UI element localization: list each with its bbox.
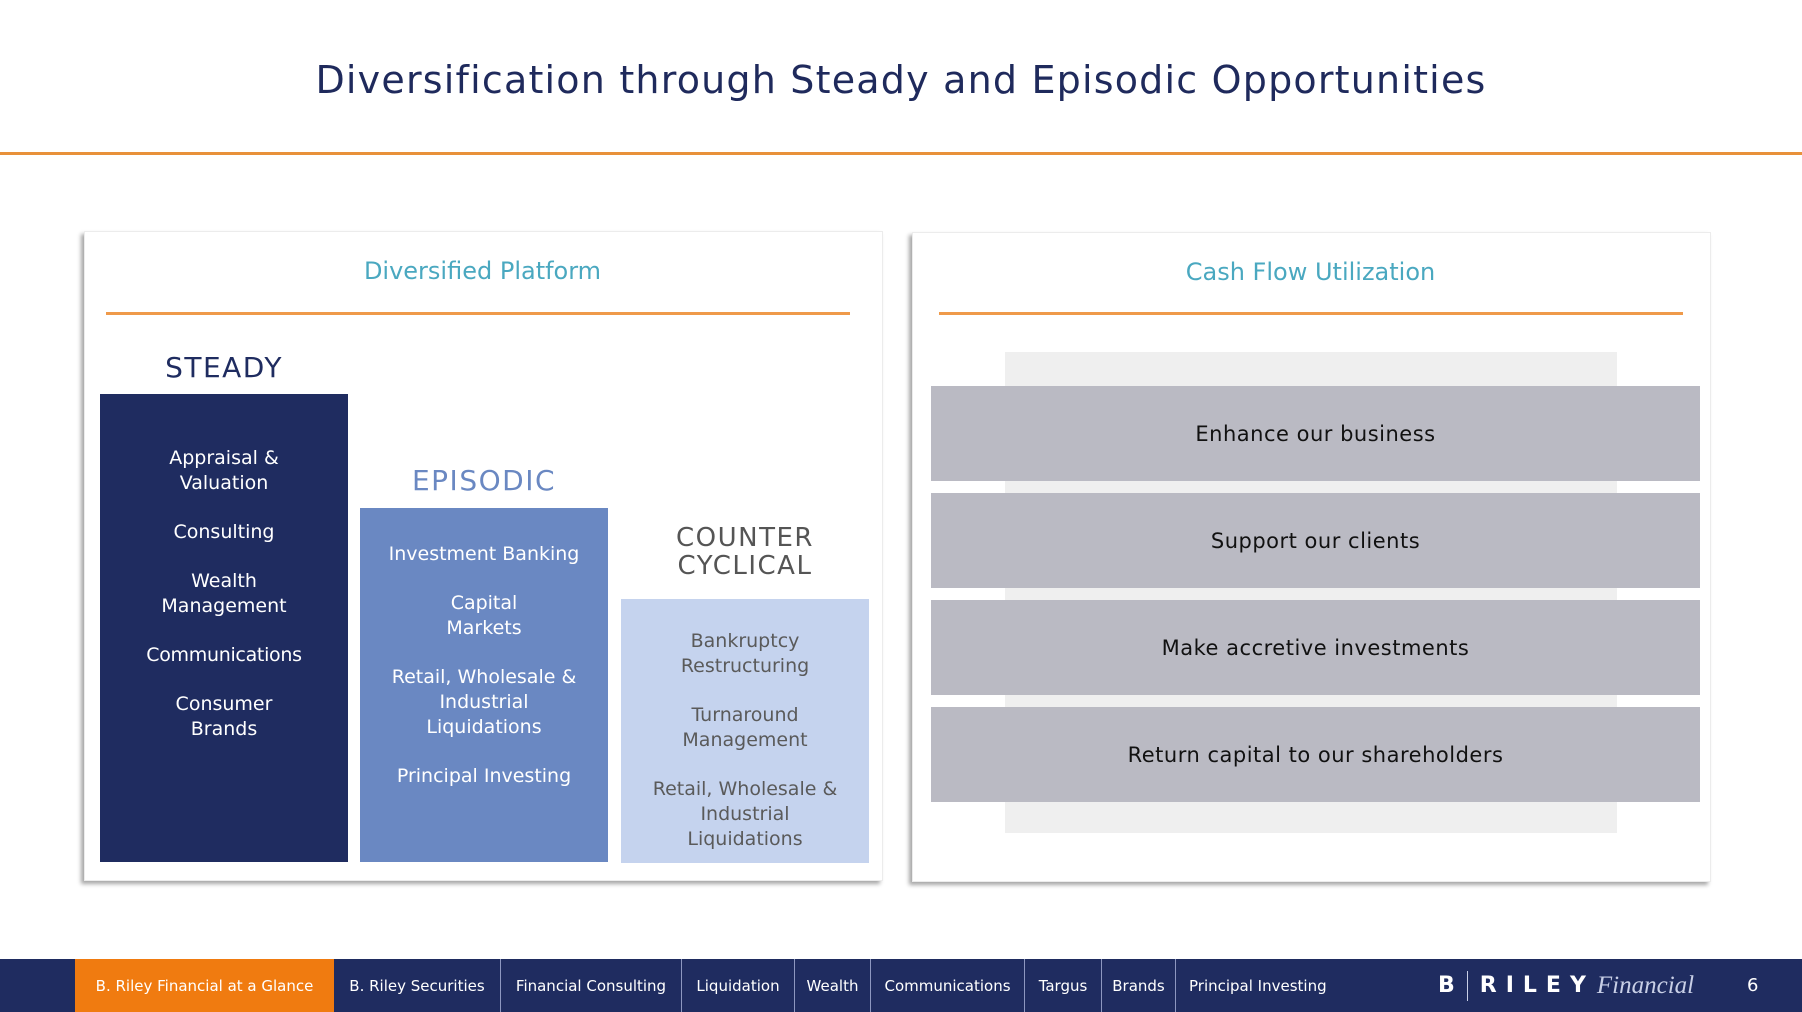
footer-separator: [794, 959, 795, 1012]
footer-tab-principal-investing[interactable]: Principal Investing: [1189, 976, 1327, 995]
logo-riley: RILEY: [1479, 973, 1595, 998]
cash-flow-heading: Cash Flow Utilization: [1185, 258, 1436, 286]
counter-cyclical-item: Bankruptcy Restructuring: [680, 630, 810, 677]
footer-tab-securities[interactable]: B. Riley Securities: [349, 976, 485, 995]
episodic-item: Retail, Wholesale & Industrial Liquidati…: [391, 666, 577, 738]
footer-tab-brands[interactable]: Brands: [1112, 976, 1165, 995]
footer-separator: [1175, 959, 1176, 1012]
steady-item: Wealth Management: [161, 570, 287, 617]
steady-label: STEADY: [165, 351, 283, 384]
episodic-item: Capital Markets: [446, 592, 522, 639]
logo-divider: [1466, 970, 1468, 1001]
b-riley-financial-logo: B RILEY Financial: [1438, 959, 1694, 1012]
episodic-label: EPISODIC: [411, 464, 556, 497]
cash-flow-item: Enhance our business: [931, 386, 1700, 481]
diversified-platform-heading: Diversified Platform: [363, 257, 602, 285]
footer-tab-financial-consulting[interactable]: Financial Consulting: [515, 976, 667, 995]
footer-separator: [1101, 959, 1102, 1012]
logo-financial: Financial: [1596, 971, 1695, 999]
footer-separator: [870, 959, 871, 1012]
title-divider: [0, 152, 1802, 155]
footer-tab-targus[interactable]: Targus: [1038, 976, 1088, 995]
footer-tab-wealth[interactable]: Wealth: [806, 976, 859, 995]
slide-title: Diversification through Steady and Episo…: [315, 58, 1487, 102]
steady-column: Appraisal & Valuation Consulting Wealth …: [100, 394, 348, 862]
footer-nav: B. Riley Financial at a Glance B. Riley …: [0, 959, 1802, 1012]
logo-b: B: [1438, 973, 1455, 998]
episodic-column: Investment Banking Capital Markets Retai…: [360, 508, 608, 862]
counter-cyclical-item: Turnaround Management: [682, 704, 808, 751]
footer-tab-communications[interactable]: Communications: [884, 976, 1011, 995]
footer-tab-at-a-glance[interactable]: B. Riley Financial at a Glance: [75, 959, 334, 1012]
steady-item: Communications: [146, 644, 302, 666]
steady-item: Appraisal & Valuation: [169, 447, 279, 494]
page-number: 6: [1747, 975, 1759, 996]
cash-flow-item: Return capital to our shareholders: [931, 707, 1700, 802]
counter-cyclical-item: Retail, Wholesale & Industrial Liquidati…: [652, 778, 838, 850]
episodic-item: Principal Investing: [396, 765, 572, 787]
footer-separator: [1024, 959, 1025, 1012]
counter-cyclical-label-line1: COUNTER: [676, 523, 814, 553]
cash-flow-item: Support our clients: [931, 493, 1700, 588]
diversified-platform-divider: [106, 312, 850, 315]
counter-cyclical-label: COUNTER CYCLICAL: [621, 524, 869, 580]
footer-separator: [500, 959, 501, 1012]
episodic-item: Investment Banking: [388, 543, 580, 565]
counter-cyclical-label-line2: CYCLICAL: [677, 551, 813, 581]
cash-flow-item: Make accretive investments: [931, 600, 1700, 695]
steady-item: Consumer Brands: [175, 693, 273, 740]
cash-flow-divider: [939, 312, 1683, 315]
footer-separator: [681, 959, 682, 1012]
steady-item: Consulting: [173, 521, 275, 543]
counter-cyclical-column: Bankruptcy Restructuring Turnaround Mana…: [621, 599, 869, 863]
footer-tab-liquidation[interactable]: Liquidation: [696, 976, 780, 995]
